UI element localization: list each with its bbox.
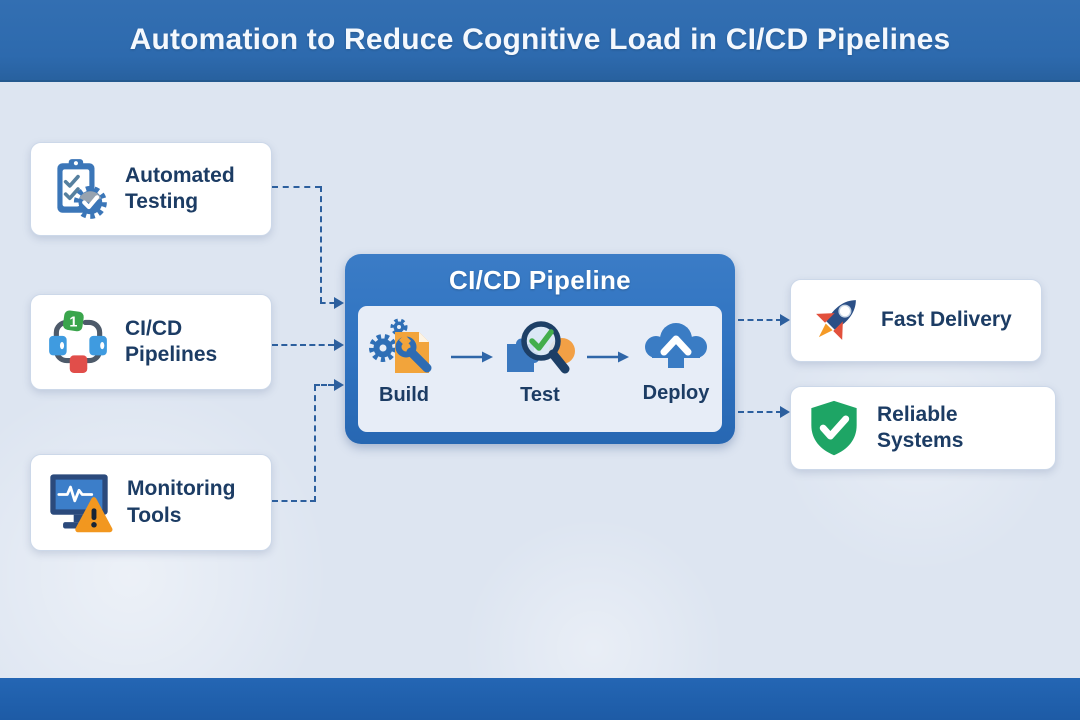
stage-label-build: Build — [379, 384, 429, 406]
stage-label-test: Test — [520, 384, 560, 406]
stage-label-deploy: Deploy — [642, 382, 710, 404]
connector-testing-h1 — [272, 186, 321, 188]
card-label: Monitoring Tools — [127, 477, 236, 527]
connector-pipelines-arrowhead — [334, 339, 344, 351]
stage-build: Build — [358, 316, 450, 407]
page-title: Automation to Reduce Cognitive Load in C… — [129, 23, 951, 56]
card-label: Reliable Systems — [877, 402, 964, 452]
stage-deploy: Deploy — [630, 316, 722, 405]
card-cicd-pipelines: 1 CI/CD Pipelines — [30, 294, 272, 390]
cloud-upload-icon — [638, 316, 714, 376]
gears-wrench-icon — [368, 316, 440, 378]
connector-testing-v — [320, 186, 322, 303]
card-label: CI/CD Pipelines — [125, 316, 218, 366]
connector-monitoring-h2 — [314, 384, 334, 386]
arrow-right-icon — [587, 351, 629, 363]
connector-testing-arrowhead — [334, 297, 344, 309]
pipeline-box: CI/CD Pipeline — [345, 254, 735, 444]
arrow-right-icon — [451, 351, 493, 363]
connector-reliable-systems-h — [738, 411, 782, 413]
header-bar: Automation to Reduce Cognitive Load in C… — [0, 0, 1080, 82]
card-monitoring-tools: Monitoring Tools — [30, 454, 272, 551]
pipeline-box-title: CI/CD Pipeline — [449, 264, 631, 295]
connector-monitoring-h1 — [272, 500, 316, 502]
card-label: Fast Delivery — [881, 308, 1012, 332]
clipboard-check-gear-icon — [45, 156, 111, 222]
rocket-icon — [805, 290, 867, 352]
connector-testing-h2 — [320, 302, 335, 304]
card-automated-testing: Automated Testing — [30, 142, 272, 236]
connector-monitoring-v — [314, 385, 316, 502]
connector-monitoring-arrowhead — [334, 379, 344, 391]
magnifier-check-icon — [501, 316, 579, 378]
footer-bar — [0, 678, 1080, 720]
connector-reliable-systems-arrowhead — [780, 406, 790, 418]
connector-fast-delivery-h — [738, 319, 782, 321]
pipeline-stages-panel: Build Test — [358, 306, 722, 432]
connector-pipelines-h — [272, 344, 334, 346]
card-label: Automated Testing — [125, 163, 235, 213]
card-fast-delivery: Fast Delivery — [790, 279, 1042, 362]
monitor-alert-icon — [45, 470, 113, 536]
stage-test: Test — [494, 316, 586, 407]
connector-fast-delivery-arrowhead — [780, 314, 790, 326]
card-reliable-systems: Reliable Systems — [790, 386, 1056, 470]
pipeline-loop-icon: 1 — [45, 309, 111, 375]
pipeline-step-badge: 1 — [69, 315, 77, 331]
shield-check-icon — [805, 398, 863, 458]
